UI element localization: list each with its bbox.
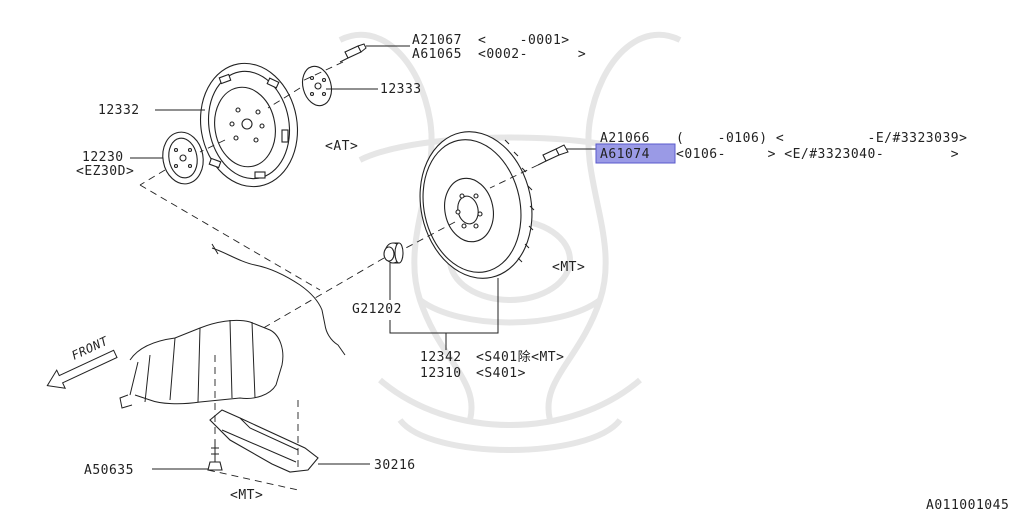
label-12332[interactable]: 12332: [98, 103, 140, 118]
label-g21202[interactable]: G21202: [352, 302, 402, 317]
label-a21066-range: ( -0106) < -E/#3323039>: [676, 131, 967, 146]
label-12333[interactable]: 12333: [380, 82, 422, 97]
label-a61065[interactable]: A61065: [412, 47, 462, 62]
label-12310[interactable]: 12310: [420, 366, 462, 381]
label-mt-flywheel: <MT>: [552, 260, 585, 275]
highlight-a61074: [595, 143, 676, 164]
label-a61074[interactable]: A61074: [600, 147, 650, 162]
part-12230-gear[interactable]: [159, 129, 207, 187]
part-labels: A21067 < -0001> A61065 <0002- > 12332 12…: [69, 33, 1009, 512]
part-g21202-bushing[interactable]: [383, 242, 404, 264]
alignment-lines: [139, 61, 539, 491]
label-mt-cover: <MT>: [230, 488, 263, 503]
label-front: FRONT: [69, 334, 110, 363]
label-ez30d: <EZ30D>: [76, 164, 134, 179]
label-a21067-range: < -0001>: [478, 33, 570, 48]
mt-flywheel[interactable]: [407, 121, 545, 289]
label-a50635[interactable]: A50635: [84, 463, 134, 478]
part-12333-plate[interactable]: [298, 63, 335, 109]
leader-lines: [130, 45, 597, 470]
label-a61074-range: <0106- > <E/#3323040- >: [676, 147, 959, 162]
label-at: <AT>: [325, 139, 358, 154]
part-30216-cover[interactable]: [209, 409, 319, 473]
label-12230[interactable]: 12230: [82, 150, 124, 165]
bolt-a50635[interactable]: [207, 440, 223, 471]
engine-block: [119, 243, 346, 409]
label-30216[interactable]: 30216: [374, 458, 416, 473]
diagram-id: A011001045: [926, 498, 1009, 512]
label-12342-note: <S401除<MT>: [476, 350, 564, 365]
label-a21067[interactable]: A21067: [412, 33, 462, 48]
at-flex-plate[interactable]: [191, 56, 307, 195]
label-a61065-range: <0002- >: [478, 47, 586, 62]
label-12310-note: <S401>: [476, 366, 526, 381]
bolt-a61074[interactable]: [537, 144, 569, 166]
bolt-a21067[interactable]: [339, 43, 367, 63]
label-a21066[interactable]: A21066: [600, 131, 650, 146]
front-arrow-icon: [46, 349, 118, 389]
label-12342[interactable]: 12342: [420, 350, 462, 365]
